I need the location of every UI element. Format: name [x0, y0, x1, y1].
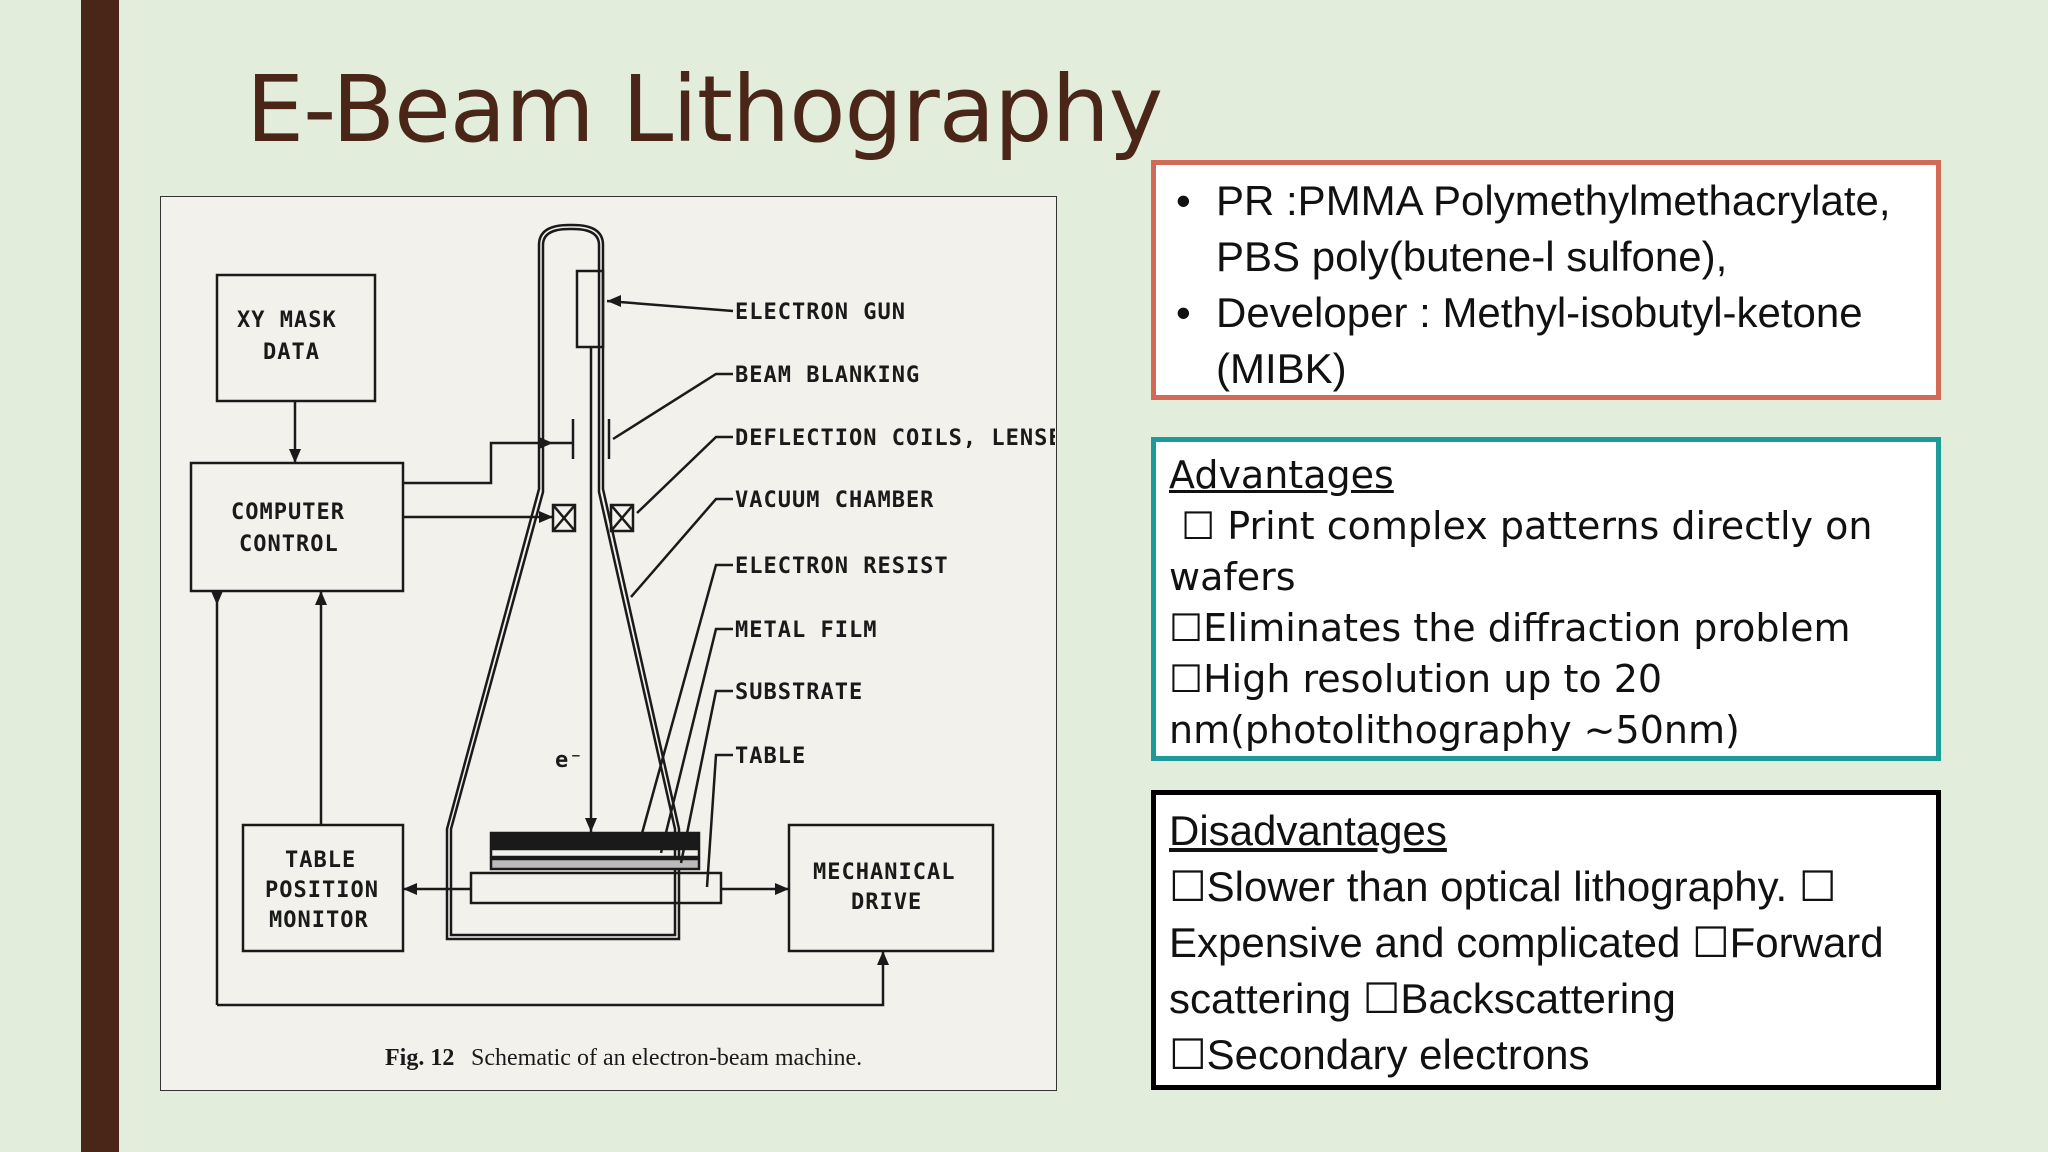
column-inner: [449, 227, 677, 937]
substrate-label: SUBSTRATE: [735, 680, 863, 705]
coil-right: [609, 503, 635, 533]
disadvantage-item: Expensive and complicated ☐Forward: [1169, 919, 1884, 966]
photoresist-list: PR :PMMA Polymethylmethacrylate,PBS poly…: [1166, 173, 1922, 397]
column-outer: [445, 223, 681, 941]
photoresist-box: PR :PMMA Polymethylmethacrylate,PBS poly…: [1151, 160, 1941, 400]
advantage-item: ☐High resolution up to 20: [1169, 657, 1663, 701]
disadvantages-heading: Disadvantages: [1169, 807, 1447, 854]
disadvantage-item: ☐Slower than optical lithography. ☐: [1169, 863, 1837, 910]
ebeam-schematic-figure: XY MASK DATA COMPUTER CONTROL TABLE POSI…: [160, 196, 1057, 1091]
xy-mask-box: [215, 273, 377, 403]
list-item: PR :PMMA Polymethylmethacrylate,PBS poly…: [1176, 173, 1922, 285]
table-platform: [469, 871, 723, 905]
electron-gun-label: ELECTRON GUN: [735, 300, 906, 325]
advantage-item: wafers: [1169, 555, 1296, 599]
advantages-box: Advantages ☐ Print complex patterns dire…: [1151, 437, 1941, 761]
beam-blanking-label: BEAM BLANKING: [735, 363, 920, 388]
electron-symbol: e⁻: [555, 748, 584, 773]
electron-resist-label: ELECTRON RESIST: [735, 554, 949, 579]
xy-mask-label: XY MASK: [237, 308, 337, 333]
disadvantage-item: ☐Secondary electrons: [1169, 1031, 1590, 1078]
mechanical-drive-box: [787, 823, 995, 953]
position-label: POSITION: [265, 878, 379, 903]
advantage-item: ☐Eliminates the diffraction problem: [1169, 606, 1851, 650]
disadvantage-item: scattering ☐Backscattering: [1169, 975, 1676, 1022]
mechanical-label: MECHANICAL: [813, 860, 955, 885]
advantages-heading: Advantages: [1169, 453, 1394, 497]
monitor-label: MONITOR: [269, 908, 369, 933]
disadvantages-box: Disadvantages ☐Slower than optical litho…: [1151, 790, 1941, 1090]
vacuum-chamber-label: VACUUM CHAMBER: [735, 488, 934, 513]
figure-caption: Schematic of an electron-beam machine.: [471, 1045, 862, 1071]
figure-labels: XY MASK DATA COMPUTER CONTROL TABLE POSI…: [231, 300, 1055, 1071]
drive-label: DRIVE: [851, 890, 922, 915]
schematic-diagram: XY MASK DATA COMPUTER CONTROL TABLE POSI…: [189, 223, 1055, 1071]
xy-mask-label-2: DATA: [263, 340, 320, 365]
list-item: Developer : Methyl-isobutyl-ketone(MIBK): [1176, 285, 1922, 397]
table-part-label: TABLE: [735, 744, 806, 769]
advantage-item: nm(photolithography ~50nm): [1169, 708, 1740, 752]
advantage-item: ☐ Print complex patterns directly on: [1169, 504, 1873, 548]
computer-box: [189, 461, 405, 593]
computer-label-2: CONTROL: [239, 532, 339, 557]
computer-label: COMPUTER: [231, 500, 345, 525]
deflection-label: DEFLECTION COILS, LENSES: [735, 426, 1055, 451]
metal-film-label: METAL FILM: [735, 618, 877, 643]
accent-sidebar: [81, 0, 119, 1152]
table-label: TABLE: [285, 848, 356, 873]
caption-fig-number: Fig. 12: [385, 1045, 454, 1071]
slide-title: E-Beam Lithography: [246, 56, 1163, 163]
